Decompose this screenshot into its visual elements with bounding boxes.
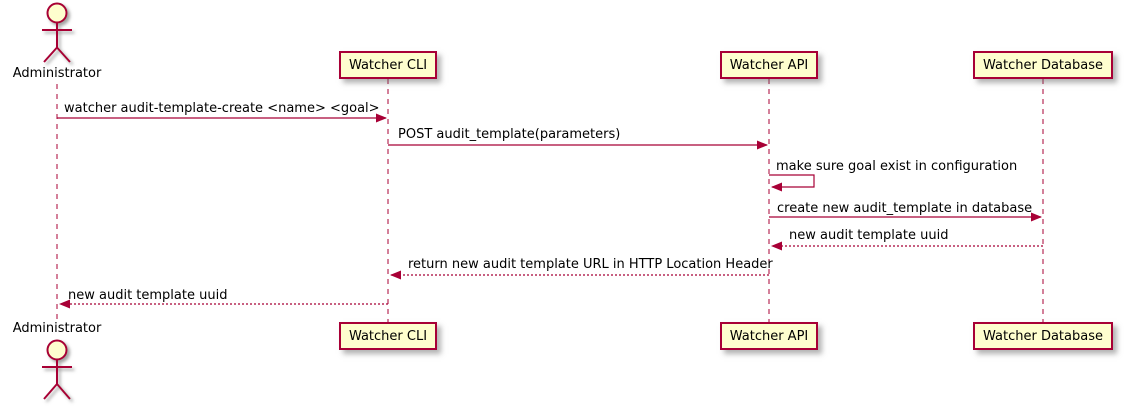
message-5-label: new audit template uuid: [789, 228, 949, 243]
message-arrows: [57, 113, 1043, 309]
message-4-label: create new audit_template in database: [777, 201, 1033, 216]
lifelines: [56, 79, 1044, 322]
participant-box-watcher-database-top: Watcher Database: [973, 51, 1113, 79]
message-7-label: new audit template uuid: [68, 288, 228, 303]
actor-label-administrator-bottom: Administrator: [12, 321, 102, 336]
participant-box-watcher-api-top: Watcher API: [720, 51, 818, 79]
message-1-label: watcher audit-template-create <name> <go…: [64, 101, 380, 116]
actor-figure-bottom: [42, 339, 72, 400]
message-3-self-arrow: [769, 174, 815, 192]
participant-box-watcher-database-bottom: Watcher Database: [973, 322, 1113, 350]
message-2-label: POST audit_template(parameters): [398, 127, 621, 142]
actor-head: [46, 339, 68, 361]
message-3-label: make sure goal exist in configuration: [776, 159, 1018, 174]
actor-figure-top: [42, 2, 72, 63]
message-6-label: return new audit template URL in HTTP Lo…: [408, 257, 773, 272]
participant-box-watcher-api-bottom: Watcher API: [720, 322, 818, 350]
actor-label-administrator-top: Administrator: [12, 66, 102, 81]
actor-head: [46, 2, 68, 24]
participant-box-watcher-cli-top: Watcher CLI: [339, 51, 437, 79]
participant-box-watcher-cli-bottom: Watcher CLI: [339, 322, 437, 350]
